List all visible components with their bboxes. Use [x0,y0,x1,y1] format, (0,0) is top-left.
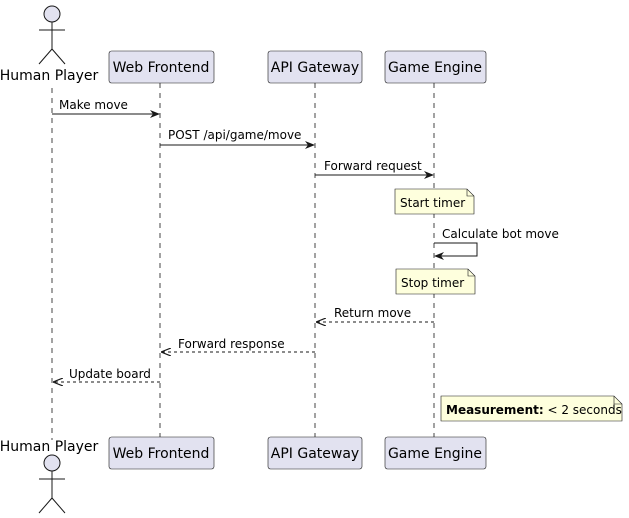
participant-web-frontend-top: Web Frontend [108,50,215,84]
participant-label: Game Engine [388,446,482,462]
note-stop-timer: Stop timer [395,268,476,295]
measurement-bold: Measurement: [446,403,544,417]
measurement-text: < 2 seconds [544,403,622,417]
message-forward-request: Forward request [315,159,434,179]
message-label: Make move [59,98,128,112]
message-make-move: Make move [52,98,160,118]
message-label: Calculate bot move [442,227,559,241]
note-start-timer: Start timer [394,188,475,215]
participant-label: API Gateway [271,446,359,462]
actor-head-icon [43,454,61,472]
participant-label: API Gateway [271,60,359,76]
message-calculate-bot-move: Calculate bot move [434,227,559,260]
message-forward-response: Forward response [162,337,315,352]
message-label: Forward request [324,159,422,173]
message-return-move: Return move [317,306,434,322]
actor-human-player-bottom: Human Player [0,439,98,514]
participant-label: Game Engine [388,60,482,76]
actor-human-player-top: Human Player [0,5,98,84]
message-label: Return move [334,306,411,320]
message-post-api-game-move: POST /api/game/move [160,128,315,149]
message-label: Forward response [178,337,285,351]
participant-api-gateway-top: API Gateway [267,50,363,84]
participant-label: Web Frontend [113,60,210,76]
actor-head-icon [43,5,61,23]
message-update-board: Update board [54,367,160,382]
participant-game-engine-bottom: Game Engine [384,436,487,470]
participant-web-frontend-bottom: Web Frontend [108,436,215,470]
message-label: POST /api/game/move [168,128,301,142]
note-label: Start timer [400,196,465,210]
note-measurement: Measurement: < 2 seconds [440,395,623,422]
message-label: Update board [69,367,151,381]
measurement-label: Measurement: < 2 seconds [446,403,622,417]
participant-label: Human Player [0,68,98,84]
note-label: Stop timer [401,276,464,290]
participant-game-engine-top: Game Engine [384,50,487,84]
participant-label: Web Frontend [113,446,210,462]
participant-api-gateway-bottom: API Gateway [267,436,363,470]
participant-label: Human Player [0,439,98,455]
